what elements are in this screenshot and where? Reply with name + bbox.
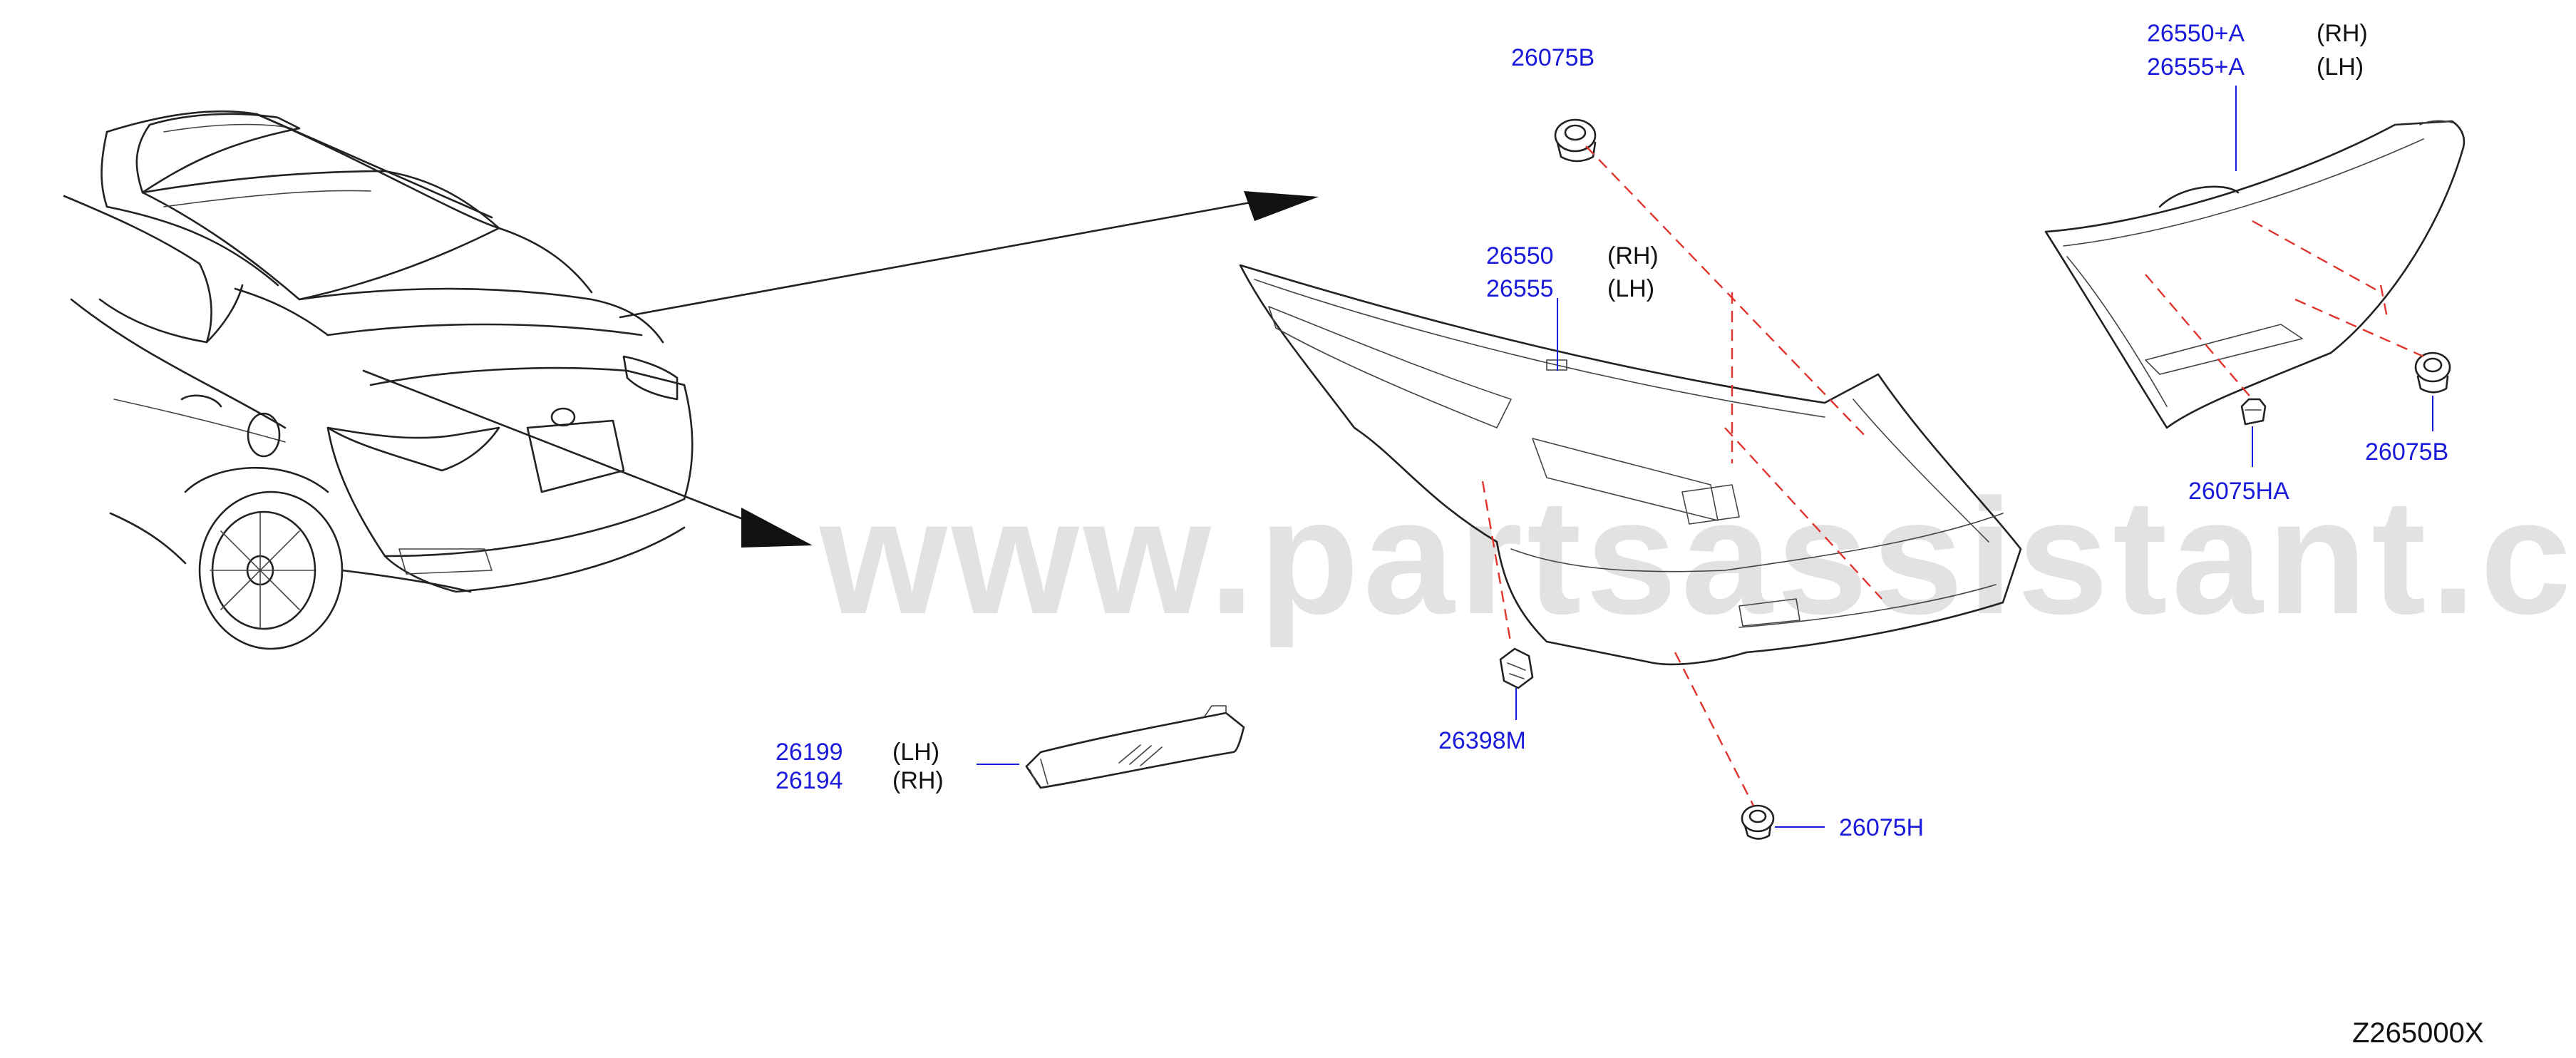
clip-26398M — [1499, 647, 1534, 689]
vehicle-rear-view — [63, 110, 694, 650]
rear-reflector — [1025, 705, 1245, 789]
label-26550: 26550 — [1486, 242, 1554, 269]
label-26555-side: (LH) — [1607, 275, 1654, 302]
label-26194: 26194 — [776, 767, 843, 794]
grommet-right — [2414, 351, 2451, 394]
label-26550-side: (RH) — [1607, 242, 1659, 269]
label-26199: 26199 — [776, 739, 843, 766]
outer-rear-combination-lamp — [1239, 264, 2022, 666]
label-26075H: 26075H — [1839, 814, 1924, 841]
label-26550-A-side: (RH) — [2317, 20, 2368, 47]
reference-code: Z265000X — [2352, 1017, 2484, 1049]
watermark: www.partsassistant.com — [819, 465, 2576, 648]
grommet-top — [1554, 118, 1597, 163]
label-26550-A: 26550+A — [2147, 20, 2245, 47]
inner-rear-combination-lamp — [2044, 120, 2466, 429]
label-26075B-top: 26075B — [1511, 44, 1594, 71]
arrow-head-upper — [1244, 191, 1319, 221]
callout-arrows — [362, 191, 1319, 548]
grommet-26075H — [1741, 804, 1775, 840]
clip-26075HA — [2240, 398, 2267, 426]
label-26398M: 26398M — [1438, 727, 1526, 754]
label-26555-A: 26555+A — [2147, 53, 2245, 81]
label-26199-side: (LH) — [892, 739, 939, 766]
label-26555-A-side: (LH) — [2317, 53, 2364, 81]
install-lines — [1481, 145, 2424, 806]
label-26555: 26555 — [1486, 275, 1554, 302]
label-26075HA: 26075HA — [2188, 478, 2289, 505]
label-26194-side: (RH) — [892, 767, 944, 794]
arrow-head-lower — [741, 508, 813, 548]
leader-lines — [977, 86, 2433, 828]
label-26075B-right: 26075B — [2365, 438, 2448, 466]
callout-labels: 26075B 26550+A (RH) 26555+A (LH) 26550 (… — [776, 20, 2448, 841]
